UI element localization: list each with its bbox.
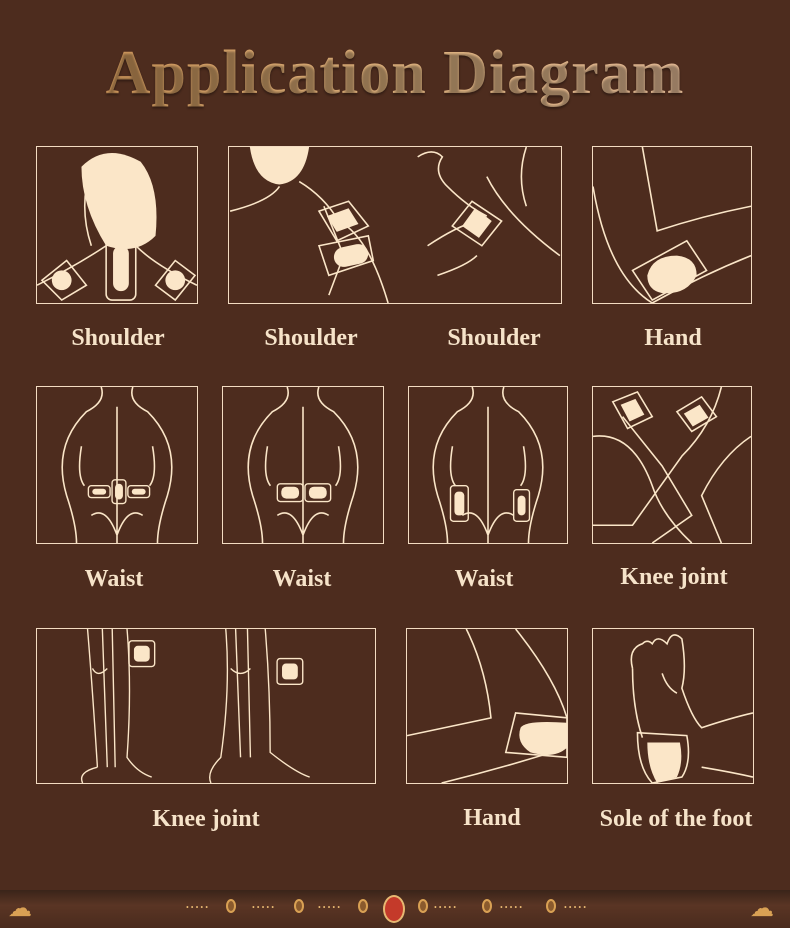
sole-foot-diagram [592, 628, 754, 784]
dot-ornament-icon: ••••• [186, 903, 211, 912]
shoulder-back-diagram [36, 146, 198, 304]
label-waist-1: Waist [84, 566, 144, 592]
waist-diagram-1 [36, 386, 198, 544]
shoulder-back-icon [37, 153, 197, 302]
foot-icon [630, 634, 753, 783]
forearm-icon [407, 629, 567, 783]
gold-oval-icon [358, 899, 368, 913]
waist-two-patch-icon [247, 387, 359, 543]
leg-skeleton-icon [80, 629, 310, 783]
label-shoulder-2: Shoulder [264, 325, 358, 351]
dot-ornament-icon: ••••• [564, 903, 589, 912]
page-title: Application Diagram [0, 38, 790, 109]
label-waist-2: Waist [272, 566, 332, 592]
shoulder-side-icon [229, 147, 561, 303]
shoulder-side-diagram [228, 146, 562, 304]
waist-diagram-3 [408, 386, 568, 544]
dot-ornament-icon: ••••• [500, 903, 525, 912]
label-hand-1: Hand [644, 325, 702, 351]
decorative-footer-bar: ☁ ••••• ••••• ••••• ••••• ••••• ••••• ☁ [0, 890, 790, 928]
waist-three-patch-icon [61, 387, 173, 543]
label-sole-of-foot: Sole of the foot [599, 806, 753, 832]
knee-skeleton-diagram [36, 628, 376, 784]
knee-crossed-diagram [592, 386, 752, 544]
gold-oval-icon [294, 899, 304, 913]
label-waist-3: Waist [454, 566, 514, 592]
label-knee-joint-1: Knee joint [620, 564, 728, 590]
elbow-icon [593, 147, 751, 303]
waist-diagram-2 [222, 386, 384, 544]
gold-oval-icon [418, 899, 428, 913]
hand-elbow-diagram [592, 146, 752, 304]
label-shoulder-1: Shoulder [71, 325, 165, 351]
dot-ornament-icon: ••••• [434, 903, 459, 912]
label-shoulder-3: Shoulder [447, 325, 541, 351]
label-hand-2: Hand [463, 805, 521, 831]
label-knee-joint-2: Knee joint [152, 806, 260, 832]
waist-vertical-patch-icon [432, 387, 544, 543]
cloud-ornament-right-icon: ☁ [750, 896, 774, 922]
gold-oval-icon [226, 899, 236, 913]
gold-oval-icon [482, 899, 492, 913]
dot-ornament-icon: ••••• [252, 903, 277, 912]
knee-crossed-icon [593, 387, 751, 543]
cloud-ornament-left-icon: ☁ [8, 896, 32, 922]
dot-ornament-icon: ••••• [318, 903, 343, 912]
gold-oval-icon [546, 899, 556, 913]
hand-forearm-diagram [406, 628, 568, 784]
red-gem-icon [383, 895, 405, 923]
